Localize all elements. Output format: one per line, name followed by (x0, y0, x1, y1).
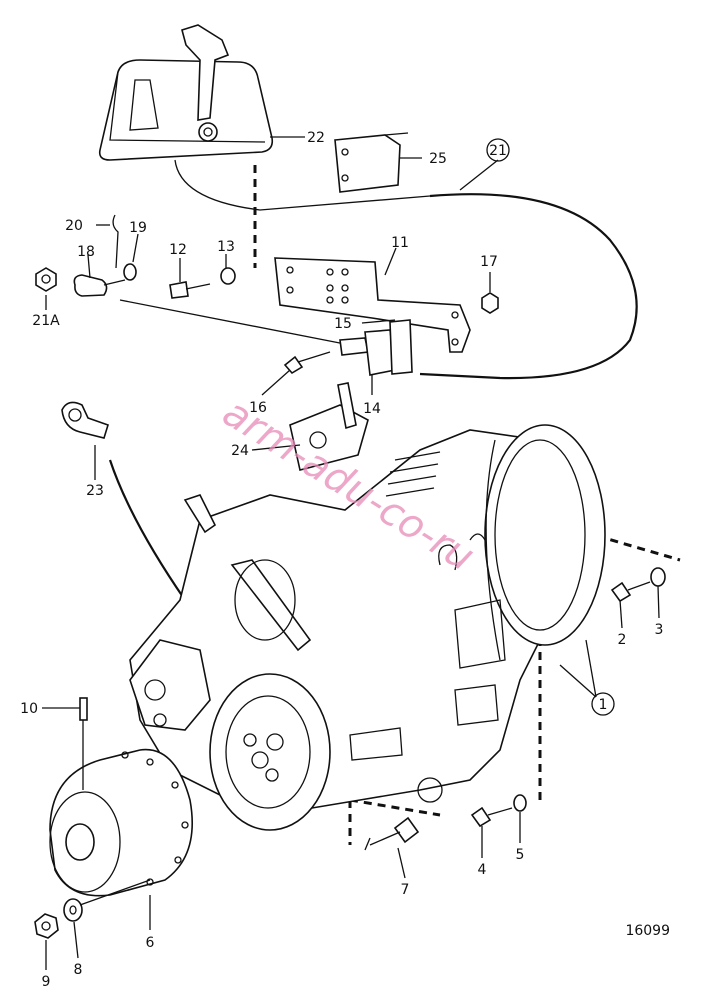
fasteners-bottom (34, 567, 666, 939)
callout-16: 16 (249, 400, 267, 416)
control-lever-housing (98, 24, 431, 211)
callout-7: 7 (401, 882, 410, 898)
callout-labels: 1 2 3 4 5 6 7 8 9 10 11 12 13 14 15 16 1… (20, 130, 663, 990)
callout-ring-21 (486, 138, 510, 162)
callout-13: 13 (217, 239, 235, 255)
callout-12: 12 (169, 242, 187, 258)
callout-ring-1 (591, 692, 615, 716)
callout-23: 23 (86, 483, 104, 499)
callout-21: 21 (489, 143, 507, 159)
leader-lines (42, 136, 660, 970)
hose-clip-23 (61, 401, 109, 439)
callout-8: 8 (74, 962, 83, 978)
callout-10: 10 (20, 701, 38, 717)
mounting-plate-11 (274, 257, 471, 353)
coupling-flange-6 (49, 748, 193, 897)
callout-24: 24 (231, 443, 249, 459)
callout-3: 3 (655, 622, 664, 638)
pin-10 (79, 697, 88, 790)
callout-14: 14 (363, 401, 381, 417)
callout-5: 5 (516, 847, 525, 863)
output-flange (209, 673, 331, 831)
routing-line (108, 459, 186, 601)
callout-15: 15 (334, 316, 352, 332)
callout-22: 22 (307, 130, 325, 146)
callout-6: 6 (146, 935, 155, 951)
callout-18: 18 (77, 244, 95, 260)
bracket-24 (289, 382, 369, 471)
callout-11: 11 (391, 235, 409, 251)
callout-17: 17 (480, 254, 498, 270)
callout-20: 20 (65, 218, 83, 234)
callout-2: 2 (618, 632, 627, 648)
callout-4: 4 (478, 862, 487, 878)
callout-19: 19 (129, 220, 147, 236)
callout-25: 25 (429, 151, 447, 167)
callout-1: 1 (599, 697, 608, 713)
alignment-line (349, 798, 441, 817)
small-parts (35, 214, 499, 376)
bracket-25 (334, 132, 409, 193)
callout-9: 9 (42, 974, 51, 990)
callout-21a: 21A (32, 313, 60, 329)
figure-number: 16099 (625, 923, 670, 939)
control-cable-21 (419, 193, 638, 380)
